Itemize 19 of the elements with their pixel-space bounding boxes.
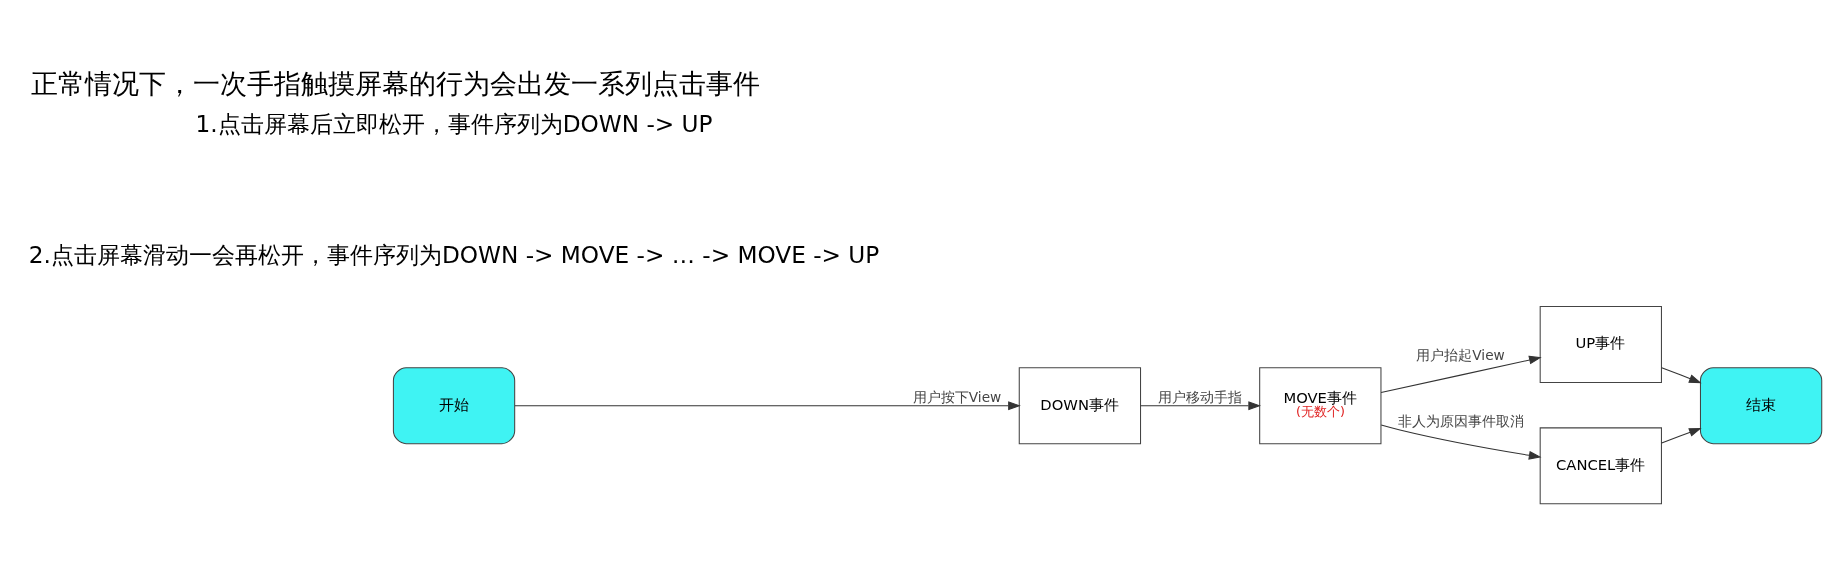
edge-label: 用户按下View [912,388,1002,405]
label: 1.点击屏幕后立即松开，事件序列为DOWN -> UP [195,110,713,138]
label: 2.点击屏幕滑动一会再松开，事件序列为DOWN -> MOVE -> … -> MOVE -> UP [28,240,880,268]
arrow [1140,401,1261,411]
arrow [1380,355,1542,394]
node-box: UP事件 [1539,306,1662,384]
edge-label: 用户抬起View [1416,346,1505,363]
edge-label: 用户移动手指 [1158,388,1243,405]
node-box: 开始 [392,367,516,445]
node-box: CANCEL事件 [1539,427,1662,505]
diagram-title: 正常情况下，一次手指触摸屏幕的行为会出发一系列点击事件 [31,68,761,100]
node-box: DOWN事件 [1018,367,1142,445]
node-box: 结束 [1699,367,1823,445]
node-box: MOVE事件 (无数个) [1259,367,1382,445]
arrow [1661,367,1702,384]
arrow [1661,427,1702,444]
arrow [1380,424,1542,460]
arrow [514,401,1021,411]
edge-label: 非人为原因事件取消 [1397,413,1524,430]
